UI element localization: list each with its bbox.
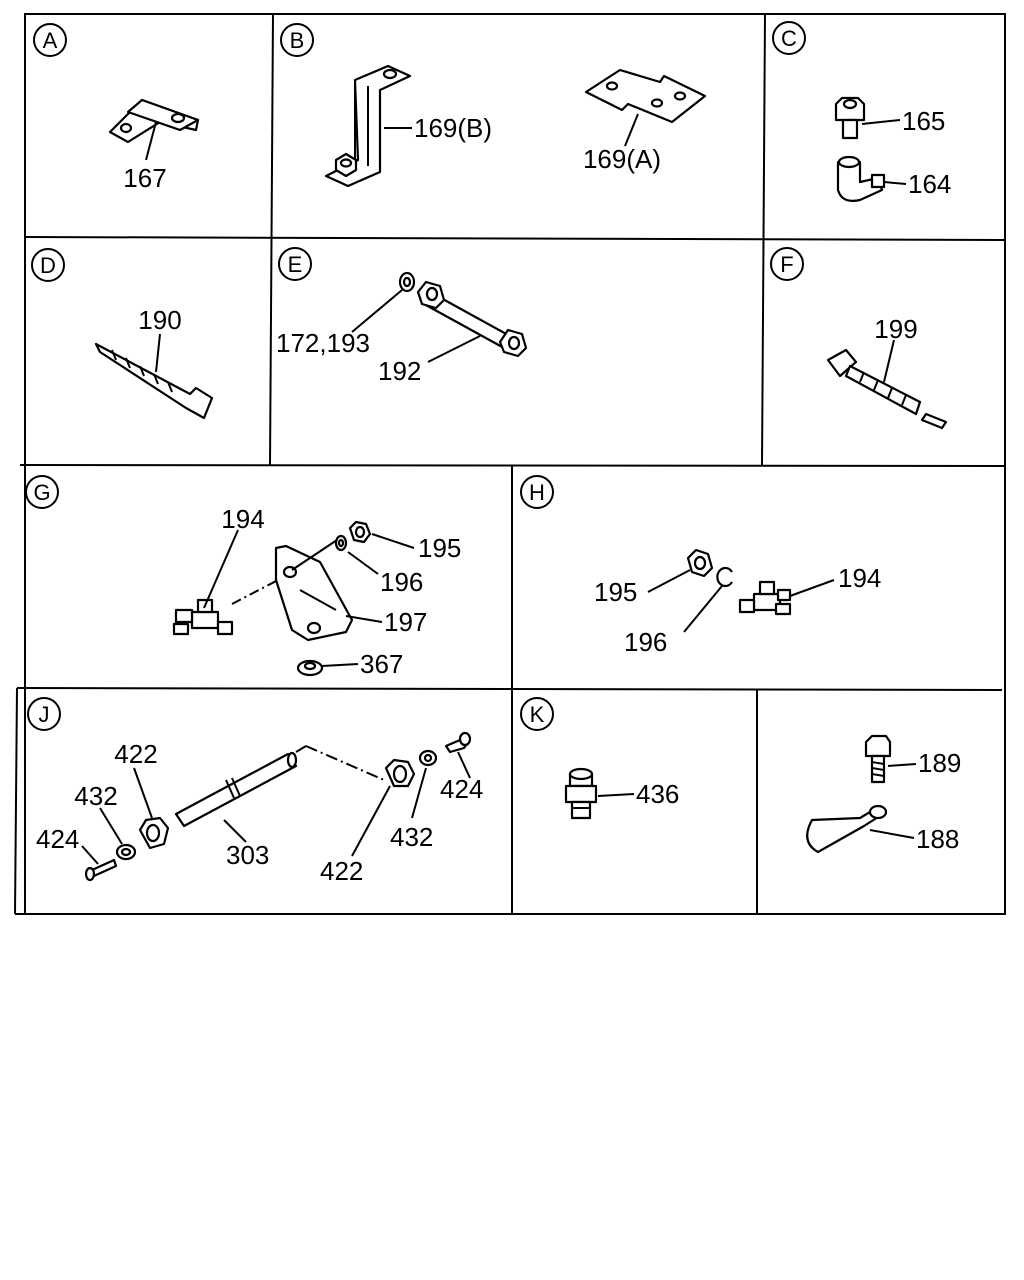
sleeve-432-left-drawing [115,843,137,861]
cable-tie-199-drawing [826,348,948,430]
panel-j-letter: J [39,702,50,727]
part-label-424-right: 424 [440,774,483,804]
part-label-188: 188 [916,824,959,854]
panel-e: E 172,193 192 [276,247,528,386]
part-label-199: 199 [874,314,917,344]
washer-196-h-drawing [716,566,733,588]
clip-188-drawing [806,804,888,854]
elbow-164-drawing [836,155,886,202]
part-label-189: 189 [918,748,961,778]
part-label-367: 367 [360,649,403,679]
part-label-172-193: 172,193 [276,328,370,358]
pipe-192-drawing [416,280,528,358]
part-label-190: 190 [138,305,181,335]
fitting-436-drawing [564,767,598,820]
part-label-303: 303 [226,840,269,870]
washer-196-g-drawing [334,534,348,552]
part-label-195-h: 195 [594,577,637,607]
part-label-164: 164 [908,169,951,199]
panel-b-letter: B [290,28,305,53]
part-label-167: 167 [123,163,166,193]
panel-a-letter: A [43,28,58,53]
panel-b: B 169(B) 169(A) [280,23,707,188]
cross-fitting-194-h-drawing [738,580,792,616]
panel-k: K 436 [520,697,679,820]
part-label-165: 165 [902,106,945,136]
part-label-432-left: 432 [74,781,117,811]
part-label-422-right: 422 [320,856,363,886]
panel-g: G 194 197 196 195 [25,475,461,679]
panel-g-letter: G [33,480,50,505]
panel-h-letter: H [529,480,545,505]
panel-c-letter: C [781,26,797,51]
nut-422-right-drawing [384,758,416,788]
pipe-303-drawing [174,751,298,828]
washer-172-193-drawing [398,271,416,293]
panel-d-letter: D [40,253,56,278]
panel-a: A 167 [33,23,200,193]
cable-tie-190-drawing [94,342,214,420]
part-label-424-left: 424 [36,824,79,854]
part-label-194-g: 194 [221,504,264,534]
part-label-432-right: 432 [390,822,433,852]
bolt-189-drawing [864,734,892,784]
part-label-436: 436 [636,779,679,809]
grommet-367-drawing [296,659,324,677]
bracket-169b-drawing [324,64,412,188]
panel-l: 189 188 [806,734,961,854]
part-label-192: 192 [378,356,421,386]
panel-h: H 195 196 194 [520,475,881,657]
fitting-165-drawing [834,96,866,140]
cross-fitting-194-drawing [172,598,234,636]
nut-195-g-drawing [348,520,372,544]
plug-424-right-drawing [444,731,472,754]
part-label-196-h: 196 [624,627,667,657]
panel-e-letter: E [288,252,303,277]
part-label-195-g: 195 [418,533,461,563]
grid-frame [14,13,1006,915]
sleeve-432-right-drawing [418,749,438,767]
part-label-197: 197 [384,607,427,637]
part-label-169b: 169(B) [414,113,492,143]
panel-k-letter: K [530,702,545,727]
panel-c: C 165 164 [772,21,951,202]
nut-195-h-drawing [686,548,714,578]
panel-f-letter: F [780,252,793,277]
bracket-167-drawing [108,98,200,144]
bracket-169a-drawing [584,68,707,124]
panel-f: F 199 [770,247,948,430]
panel-j: J 303 422 432 424 [27,697,483,886]
part-label-196-g: 196 [380,567,423,597]
bracket-197-drawing [274,544,354,642]
panel-d: D 190 [31,248,214,420]
plug-424-left-drawing [84,858,118,882]
part-label-422-left: 422 [114,739,157,769]
nut-422-left-drawing [138,816,170,850]
part-label-194-h: 194 [838,563,881,593]
part-label-169a: 169(A) [583,144,661,174]
